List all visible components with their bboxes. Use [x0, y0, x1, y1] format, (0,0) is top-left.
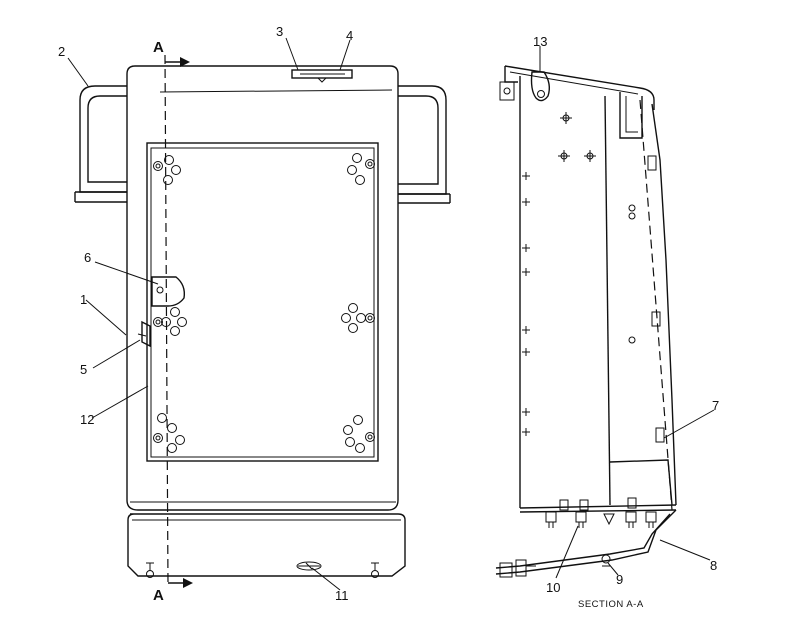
callout-4: 4 — [346, 28, 353, 43]
callout-1: 1 — [80, 292, 87, 307]
hinge-plate — [151, 276, 186, 307]
right-handle — [398, 85, 447, 195]
leader-lines — [67, 37, 715, 591]
latch — [291, 69, 353, 79]
section-caption: SECTION A-A — [578, 599, 644, 610]
drain-valve — [499, 554, 611, 578]
left-handle — [79, 85, 127, 193]
side-clip — [141, 320, 151, 348]
housing-outline — [126, 65, 399, 511]
bolt-pattern-mid-left — [153, 307, 187, 336]
bolt-pattern-top-left — [153, 155, 181, 185]
bolt-pattern-bottom-left — [153, 413, 185, 453]
callout-12: 12 — [80, 412, 94, 427]
lower-compartment — [609, 459, 673, 506]
lower-skirt — [127, 513, 406, 577]
floor-bolts — [545, 497, 657, 528]
bolt-pattern-mid-right — [341, 303, 375, 333]
drain-fitting — [296, 561, 322, 571]
callout-6: 6 — [84, 250, 91, 265]
bolt-pattern-bottom-right — [343, 415, 375, 453]
callout-5: 5 — [80, 362, 87, 377]
callout-10: 10 — [546, 580, 560, 595]
foot-right — [371, 562, 379, 578]
top-cover — [504, 65, 655, 110]
section-letter-top: A — [153, 39, 164, 56]
callout-9: 9 — [616, 572, 623, 587]
access-panel — [146, 142, 379, 462]
foot-left — [146, 562, 154, 578]
lifting-eye — [530, 71, 551, 102]
section-letter-bottom: A — [153, 587, 164, 604]
bolt-pattern-top-right — [347, 153, 375, 185]
section-line-a-a — [164, 54, 169, 586]
callout-2: 2 — [58, 44, 65, 59]
callout-3: 3 — [276, 24, 283, 39]
callout-13: 13 — [533, 34, 547, 49]
callout-11: 11 — [335, 588, 349, 603]
callout-7: 7 — [712, 398, 719, 413]
callout-8: 8 — [710, 558, 717, 573]
section-view — [495, 65, 677, 578]
front-door — [639, 99, 673, 511]
front-view — [74, 54, 451, 588]
fasteners — [522, 112, 665, 443]
